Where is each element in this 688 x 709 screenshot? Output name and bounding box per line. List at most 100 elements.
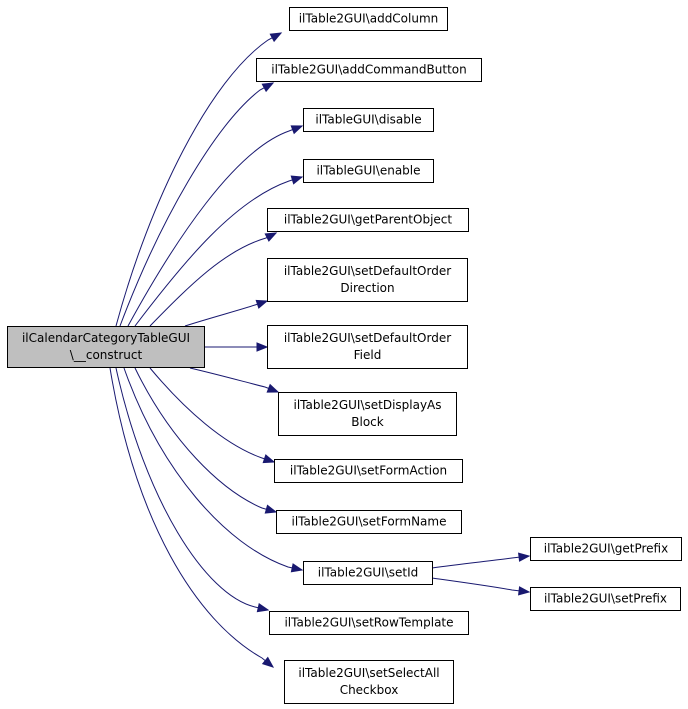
node-box [303,108,434,132]
call-edge-root-to-addCommandButton [119,82,275,327]
node-label: Field [354,348,382,362]
call-edge-setId-to-getPrefix [431,552,531,569]
edge-line [127,125,303,327]
call-edge-root-to-setFormAction [149,367,276,464]
node-label: \__construct [70,348,143,362]
node-box [267,208,469,232]
arrowhead-icon [261,656,275,668]
node-label: ilTable2GUI\setPrefix [544,592,667,606]
arrowhead-icon [256,342,269,352]
arrowhead-icon [266,383,280,393]
arrowhead-icon [264,232,278,242]
edge-line [149,367,275,463]
node-box [303,159,434,183]
arrowhead-icon [290,125,304,135]
edges-layer [109,32,531,668]
node-box [256,58,482,82]
call-edge-root-to-disable [127,125,304,327]
node-label: Checkbox [340,683,399,697]
node-box [284,660,454,704]
edge-line [149,232,277,327]
node-label: ilTable2GUI\setId [318,566,419,580]
node-setRowTemplate[interactable]: ilTable2GUI\setRowTemplate [269,611,469,635]
arrowhead-icon [261,82,275,93]
node-setFormName[interactable]: ilTable2GUI\setFormName [276,510,462,534]
arrowhead-icon [518,552,531,562]
node-disable[interactable]: ilTableGUI\disable [303,108,434,132]
edge-line [431,555,530,569]
node-box [289,7,448,31]
edge-line [109,367,274,668]
call-edge-root-to-setDisplayAsBlock [189,367,280,393]
node-box [530,537,682,561]
edge-line [115,367,269,611]
node-label: ilTable2GUI\setFormName [292,515,447,529]
node-label: ilTableGUI\enable [316,164,420,178]
node-getParentObject[interactable]: ilTable2GUI\getParentObject [267,208,469,232]
edge-line [134,367,277,513]
arrowhead-icon [256,603,270,613]
node-label: ilTable2GUI\setRowTemplate [284,616,453,630]
call-edge-root-to-setDefaultOrderField [203,342,269,352]
node-box [530,587,681,611]
call-edge-root-to-setId [123,367,304,573]
node-label: Block [351,415,384,429]
node-label: ilTable2GUI\setSelectAll [298,666,439,680]
nodes-layer: ilCalendarCategoryTableGUI\__constructil… [7,7,682,704]
node-label: ilTable2GUI\setDefaultOrder [284,331,451,345]
node-box [7,326,205,368]
edge-line [115,32,282,327]
edge-line [431,577,530,593]
arrowhead-icon [290,563,304,573]
edge-line [123,367,303,571]
node-enable[interactable]: ilTableGUI\enable [303,159,434,183]
edge-line [119,82,274,327]
node-box [267,325,468,369]
arrowhead-icon [255,299,269,309]
call-edge-root-to-setFormName [134,367,278,514]
node-box [278,392,457,436]
node-addCommandButton[interactable]: ilTable2GUI\addCommandButton [256,58,482,82]
call-edge-root-to-addColumn [115,32,283,327]
call-edge-root-to-setDefaultOrderDirection [184,299,269,327]
edge-line [189,367,279,393]
edge-line [184,300,268,327]
arrowhead-icon [269,32,283,43]
node-label: ilTable2GUI\getPrefix [544,542,668,556]
node-setPrefix[interactable]: ilTable2GUI\setPrefix [530,587,681,611]
node-box [274,459,463,483]
node-label: Direction [340,281,394,295]
node-label: ilTableGUI\disable [315,113,421,127]
node-label: ilTable2GUI\setFormAction [290,464,447,478]
call-edge-root-to-setSelectAllCheckbox [109,367,275,668]
node-root[interactable]: ilCalendarCategoryTableGUI \__construct [7,326,205,368]
node-setId[interactable]: ilTable2GUI\setId [303,561,433,585]
node-label: ilCalendarCategoryTableGUI [22,331,190,345]
node-label: ilTable2GUI\addCommandButton [271,63,466,77]
arrowhead-icon [290,175,304,185]
call-edge-root-to-getParentObject [149,232,278,327]
node-box [267,258,468,302]
node-label: ilTable2GUI\getParentObject [284,213,452,227]
node-box [269,611,469,635]
node-label: ilTable2GUI\setDefaultOrder [284,264,451,278]
node-label: ilTable2GUI\addColumn [299,12,439,26]
edge-line [134,176,303,327]
arrowhead-icon [262,454,276,464]
node-addColumn[interactable]: ilTable2GUI\addColumn [289,7,448,31]
node-box [276,510,462,534]
call-edge-root-to-setRowTemplate [115,367,270,613]
node-getPrefix[interactable]: ilTable2GUI\getPrefix [530,537,682,561]
call-edge-root-to-enable [134,175,304,327]
call-edge-setId-to-setPrefix [431,577,531,596]
node-label: ilTable2GUI\setDisplayAs [293,398,441,412]
arrowhead-icon [264,504,278,514]
node-setFormAction[interactable]: ilTable2GUI\setFormAction [274,459,463,483]
node-box [303,561,433,585]
arrowhead-icon [518,586,531,596]
